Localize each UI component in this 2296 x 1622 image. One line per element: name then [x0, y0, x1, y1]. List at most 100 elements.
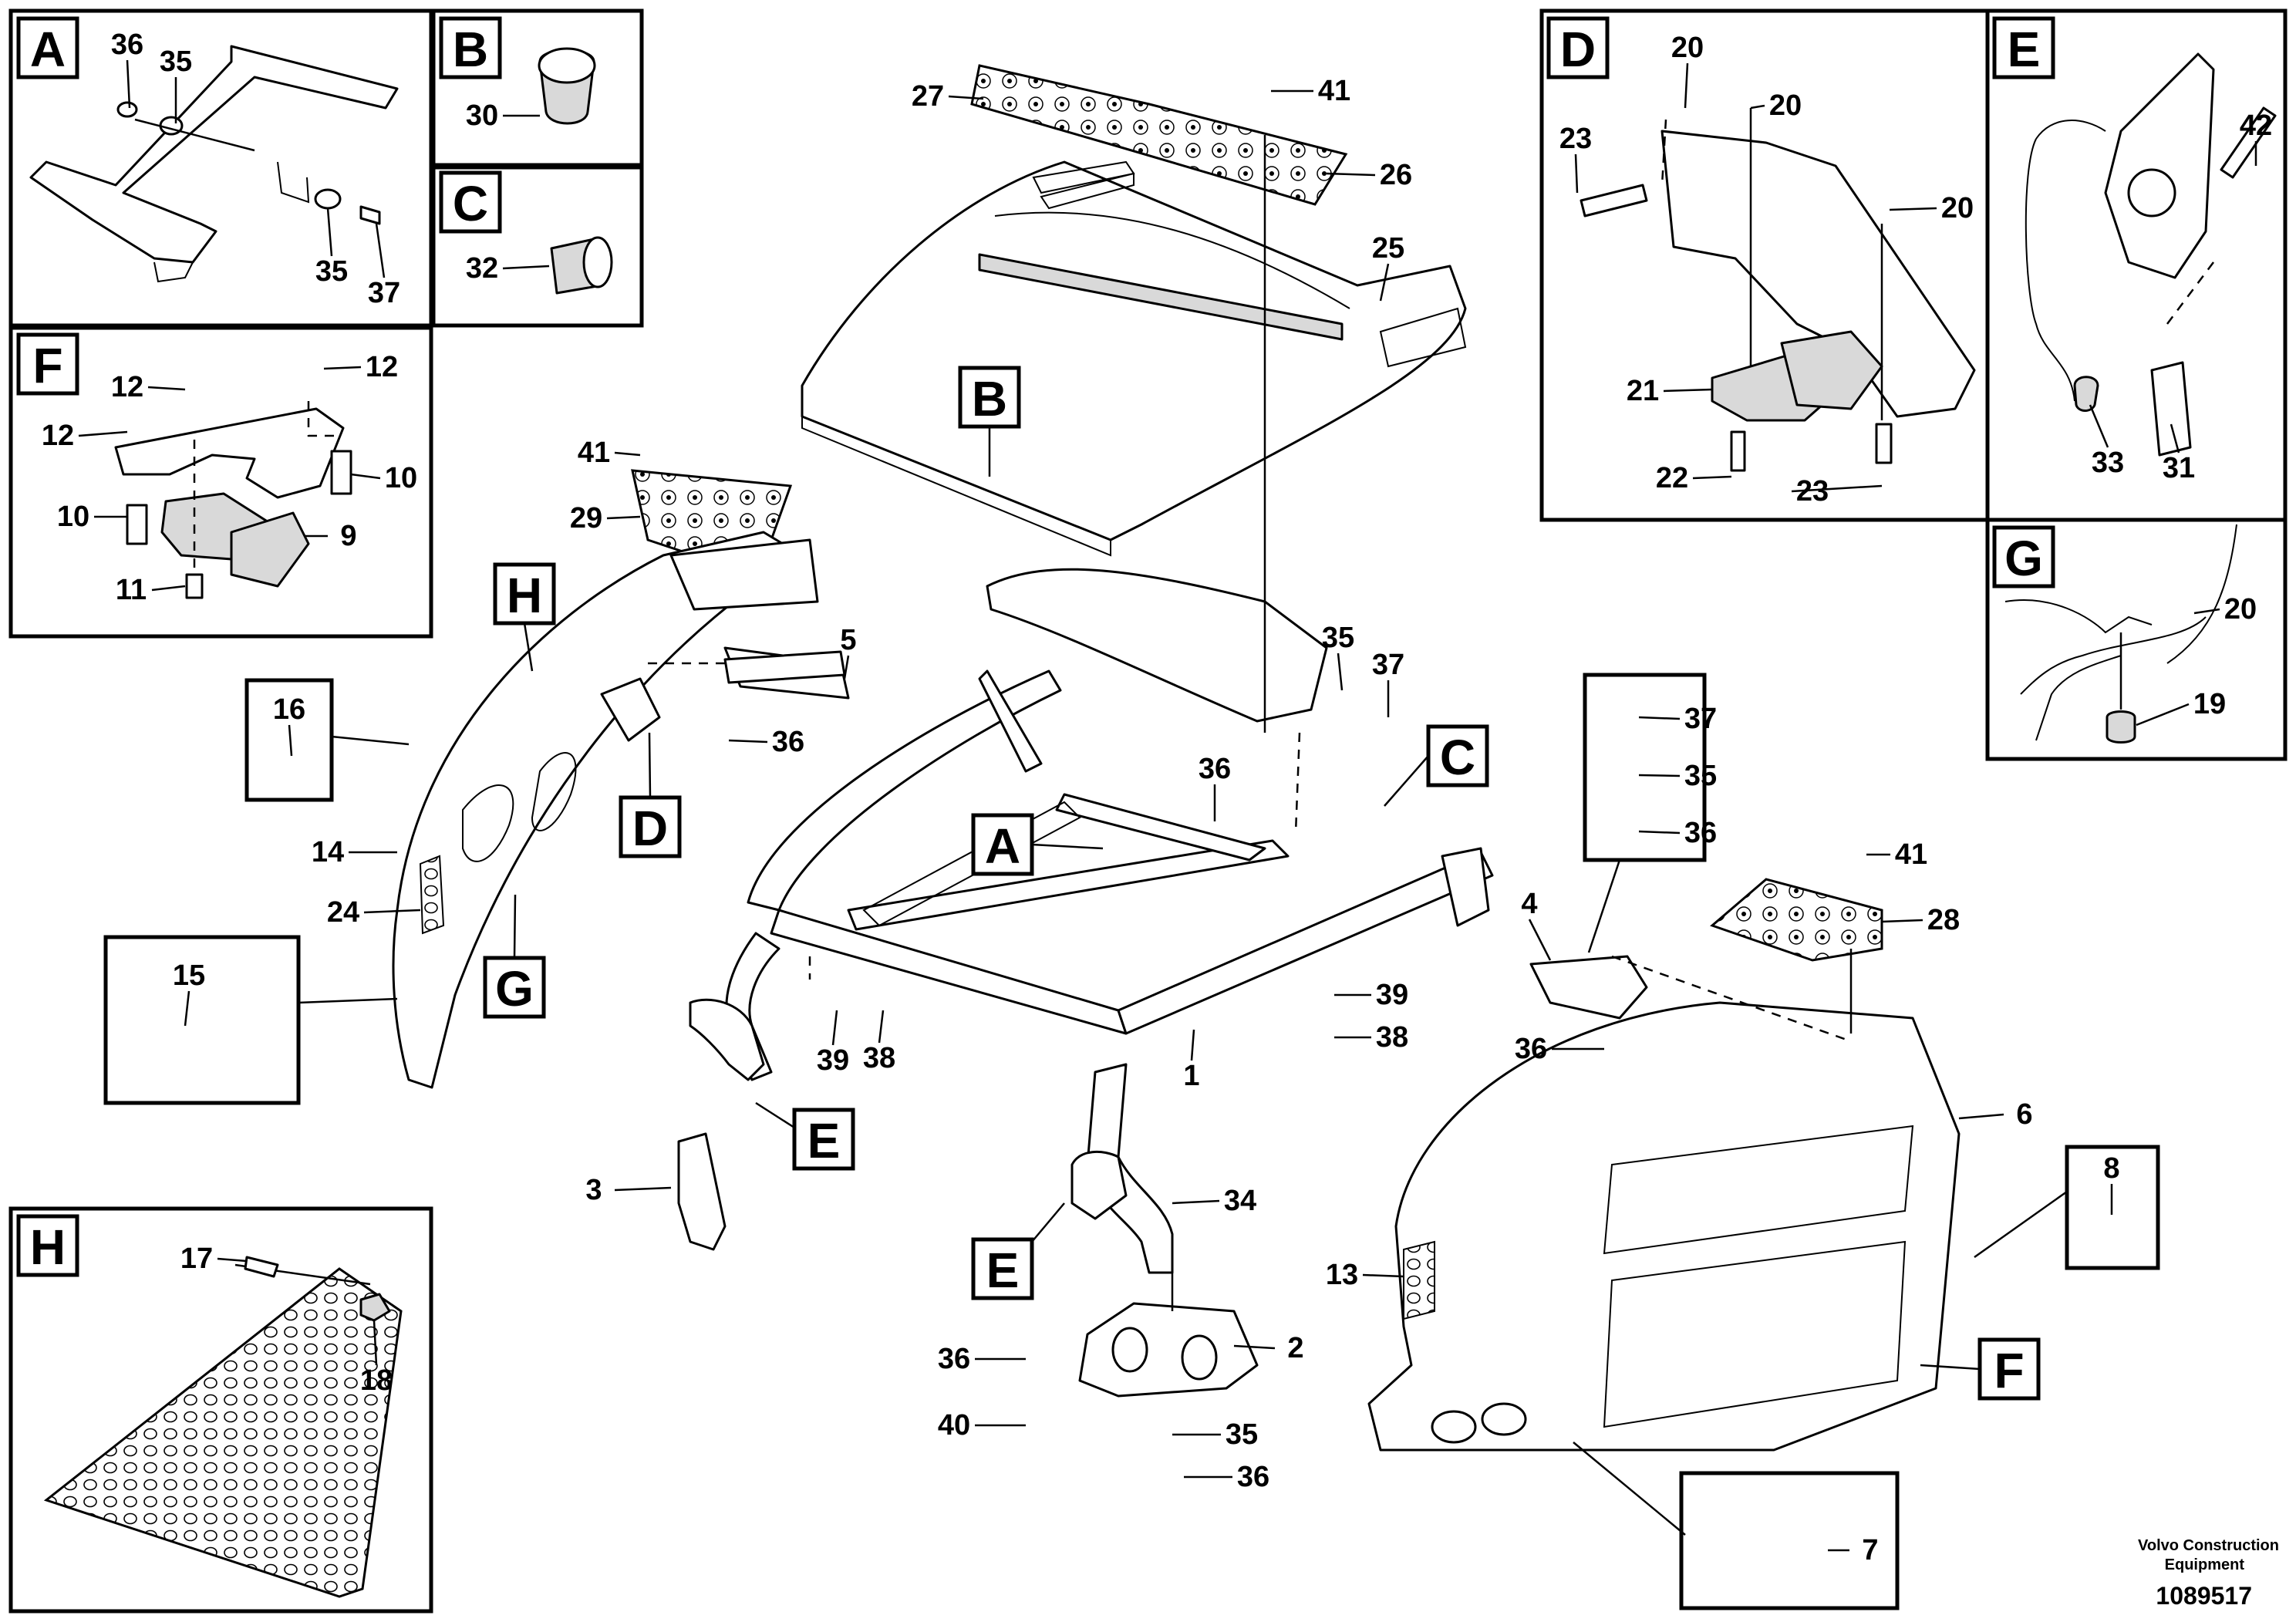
- panel-d-label-20: 20: [1769, 89, 1802, 122]
- panel-f-label-12-leader: [323, 366, 362, 370]
- part-label-4-25-leader: [1528, 919, 1552, 961]
- panel-g-label-19-leader: [2136, 703, 2190, 727]
- part-label-27-0: 27: [912, 80, 944, 113]
- panel-h-label-18: 18: [360, 1364, 393, 1397]
- panel-a-label-37: 37: [368, 277, 400, 309]
- part-label-13-30-leader: [1362, 1273, 1404, 1278]
- view-tag-g-3: G: [495, 961, 534, 1017]
- panel-h-mesh-grille: [43, 1256, 403, 1598]
- callout-box-frames: [103, 673, 2160, 1610]
- panel-f-bracket: [114, 401, 352, 599]
- part-label-36-7-leader: [728, 739, 768, 744]
- part-label-28-28: 28: [1927, 904, 1960, 936]
- panel-tag-g: G: [2004, 531, 2043, 586]
- view-tag-h-1-leader: [523, 622, 534, 672]
- panel-tag-g-frame: [1992, 525, 2055, 588]
- part-label-6-29-leader: [1958, 1113, 2004, 1120]
- view-tag-c-5-frame: [1426, 724, 1489, 787]
- panel-tag-d-frame: [1546, 16, 1610, 79]
- view-tag-b-0: B: [972, 371, 1007, 427]
- part-label-29-5-leader: [606, 515, 641, 520]
- part-label-2-20-leader: [1233, 1344, 1276, 1350]
- callout-2-label-35-leader: [1638, 774, 1681, 777]
- part-label-38-17-leader: [878, 1010, 885, 1044]
- part-label-3-18-leader: [614, 1186, 672, 1192]
- frame-left-leg: [677, 932, 811, 1251]
- panel-d-label-21-leader: [1663, 388, 1713, 393]
- view-tag-c-5-leader: [1384, 755, 1429, 807]
- panel-g-detail: [2004, 524, 2237, 744]
- footer-company-line1: Volvo Construction: [2138, 1537, 2279, 1554]
- part-label-41-27: 41: [1895, 838, 1927, 871]
- part-label-36-7: 36: [772, 726, 804, 758]
- panel-tag-c-frame: [439, 170, 502, 234]
- part-label-26-2: 26: [1380, 159, 1412, 191]
- panel-f-label-11-leader: [151, 585, 186, 592]
- panel-tag-d: D: [1560, 22, 1596, 77]
- view-tag-f-8-leader: [1920, 1364, 1981, 1371]
- panel-c-grommet: [550, 236, 613, 295]
- part-label-41-4: 41: [578, 437, 610, 469]
- panel-f-label-12-leader: [78, 430, 128, 437]
- panel-a-label-37-leader: [375, 223, 386, 278]
- callout-4-label-7: 7: [1862, 1534, 1878, 1566]
- view-tag-d-2-leader: [648, 732, 652, 798]
- part-label-29-5: 29: [570, 502, 602, 534]
- part-label-24-11: 24: [327, 896, 359, 929]
- callout-3-label-8: 8: [2103, 1152, 2119, 1185]
- view-tag-e-6: E: [807, 1113, 841, 1168]
- callout-1-label-15-leader: [184, 990, 190, 1027]
- panel-d-label-22: 22: [1656, 462, 1688, 494]
- panel-h-label-18-leader: [373, 1320, 378, 1366]
- view-tag-f-8: F: [1994, 1343, 2024, 1398]
- panel-f-label-12: 12: [42, 420, 74, 452]
- panel-tag-e: E: [2008, 22, 2041, 77]
- view-tag-e-7-frame: [971, 1237, 1034, 1300]
- view-tag-a-4: A: [985, 818, 1020, 874]
- panel-a-label-36-leader: [126, 59, 131, 109]
- panel-f-label-10-leader: [350, 473, 381, 480]
- view-tag-e-7-leader: [1031, 1202, 1065, 1243]
- callout-2-label-37: 37: [1684, 703, 1717, 735]
- panel-f-label-11: 11: [116, 574, 147, 606]
- footer-document-number: 1089517: [2156, 1582, 2252, 1610]
- view-tag-d-2: D: [632, 801, 668, 856]
- hood-cover: [801, 160, 1467, 557]
- part-label-36-24: 36: [1237, 1461, 1269, 1493]
- panel-tag-e-frame: [1992, 16, 2055, 79]
- part-label-38-15: 38: [1376, 1021, 1408, 1054]
- part-label-36-21: 36: [938, 1343, 970, 1375]
- callout-2-label-36-leader: [1638, 830, 1681, 835]
- part-label-1-13-leader: [1190, 1029, 1195, 1061]
- frame-right-leg: [1070, 1063, 1259, 1398]
- callout-1-label-15: 15: [173, 959, 205, 992]
- part-label-39-16-leader: [831, 1010, 838, 1046]
- panel-h-label-17: 17: [180, 1243, 213, 1275]
- panel-tag-b-frame: [439, 16, 502, 79]
- panel-d-label-21: 21: [1627, 375, 1659, 407]
- panel-g-label-19: 19: [2193, 688, 2226, 720]
- panel-g-label-20-leader: [2193, 608, 2220, 615]
- part-label-5-6-leader: [843, 655, 850, 679]
- panel-d-label-20-leader: [1750, 104, 1765, 110]
- panel-tag-f-frame: [16, 332, 79, 396]
- view-tag-e-7: E: [986, 1243, 1020, 1298]
- panel-e-label-31-leader: [2170, 423, 2180, 454]
- part-label-36-12: 36: [1199, 753, 1231, 785]
- panel-e-hinge: [2025, 52, 2277, 457]
- part-label-13-30: 13: [1326, 1259, 1358, 1291]
- panel-c-label-32-leader: [502, 265, 550, 270]
- panel-e-label-31: 31: [2163, 452, 2195, 484]
- panel-d-label-22-leader: [1692, 475, 1732, 480]
- panel-d-label-23: 23: [1559, 123, 1592, 155]
- callout-2-label-37-leader: [1638, 716, 1681, 720]
- panel-d-label-20-leader: [1684, 62, 1689, 109]
- footer-company-line2: Equipment: [2165, 1556, 2245, 1573]
- panel-d-label-20: 20: [1671, 32, 1704, 64]
- panel-d-label-20: 20: [1941, 192, 1974, 224]
- panel-d-bracket: [1580, 108, 1976, 472]
- part-label-37-9: 37: [1372, 649, 1404, 681]
- part-label-35-8: 35: [1322, 622, 1354, 654]
- panel-a-label-35: 35: [315, 255, 348, 288]
